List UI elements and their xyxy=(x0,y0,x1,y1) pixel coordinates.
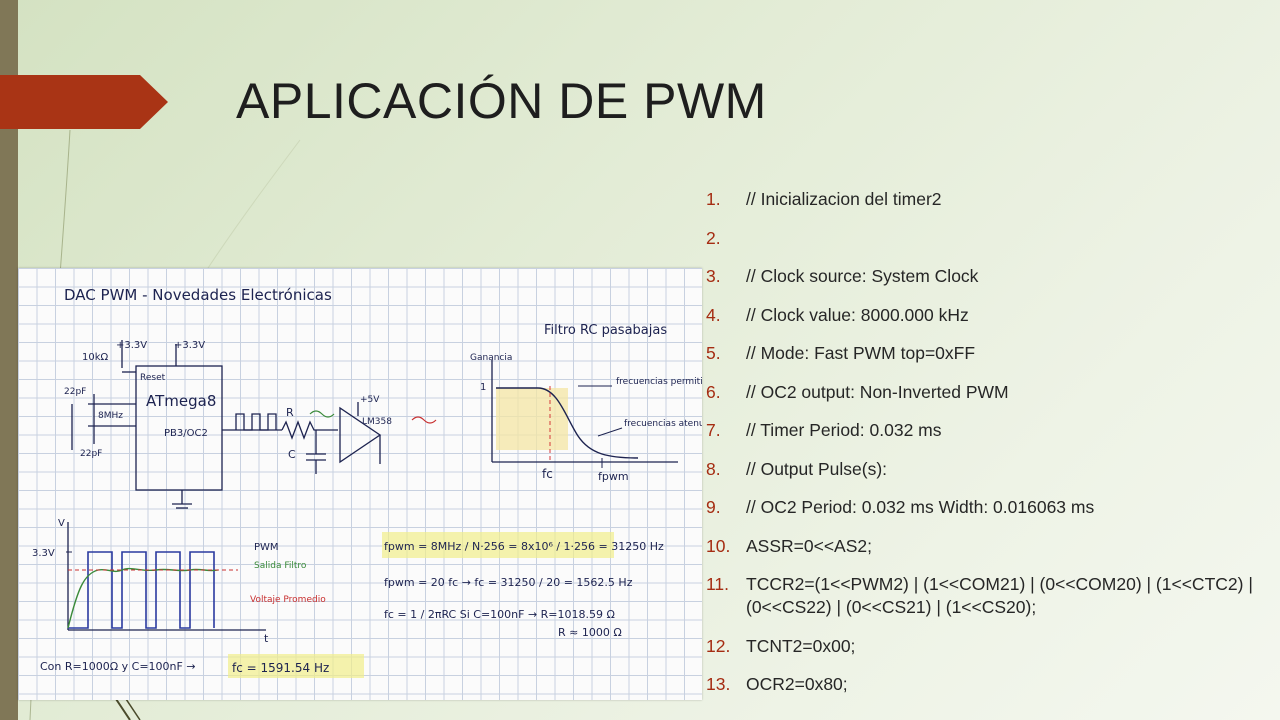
formula-3: fc = 1 / 2πRC Si C=100nF → R=1018.59 Ω xyxy=(384,608,615,621)
code-line-6: 6. // OC2 output: Non-Inverted PWM xyxy=(706,381,1276,404)
code-line-text: OCR2=0x80; xyxy=(746,674,848,694)
signal-v-label: V xyxy=(58,518,65,529)
code-line-5: 5. // Mode: Fast PWM top=0xFF xyxy=(706,342,1276,365)
code-line-number: 2. xyxy=(706,227,721,248)
code-list: 1. // Inicializacion del timer2 2. 3. // C… xyxy=(706,188,1276,712)
formula-4: R ≈ 1000 Ω xyxy=(558,626,622,639)
code-line-number: 10. xyxy=(706,535,731,556)
code-line-number: 11. xyxy=(706,574,730,594)
filter-stop-label: frecuencias atenuadas xyxy=(624,419,702,429)
signal-salida-label: Salida Filtro xyxy=(254,561,307,571)
code-line-number: 7. xyxy=(706,420,721,440)
code-line-text: // Clock source: System Clock xyxy=(746,266,979,286)
code-line-11: 11. TCCR2=(1<<PWM2) | (1<<COM21) | (0<<CO… xyxy=(706,573,1276,619)
notebook-heading: DAC PWM - Novedades Electrónicas xyxy=(64,286,332,304)
code-line-text: TCCR2=(1<<PWM2) | (1<<COM21) | (0<<COM20… xyxy=(746,574,1253,617)
code-line-4: 4. // Clock value: 8000.000 kHz xyxy=(706,304,1276,327)
code-line-text: // OC2 output: Non-Inverted PWM xyxy=(746,381,1009,402)
signal-promedio-label: Voltaje Promedio xyxy=(250,595,326,605)
label-vcc-5v: +5V xyxy=(360,395,380,405)
code-line-2: 2. xyxy=(706,227,1276,250)
code-line-text: // Clock value: 8000.000 kHz xyxy=(746,304,969,325)
signal-t-label: t xyxy=(264,632,269,645)
label-vcc-3v3-a: +3.3V xyxy=(116,340,147,351)
code-line-number: 8. xyxy=(706,458,721,479)
code-line-text: // OC2 Period: 0.032 ms Width: 0.016063 … xyxy=(746,497,1095,517)
circuit-diagram xyxy=(71,340,382,509)
code-line-number: 13. xyxy=(706,674,731,694)
code-line-text: TCNT2=0x00; xyxy=(746,635,856,656)
code-line-12: 12. TCNT2=0x00; xyxy=(706,635,1276,658)
code-line-number: 3. xyxy=(706,266,721,286)
label-mcu: ATmega8 xyxy=(146,392,216,410)
formula-highlights xyxy=(228,532,614,678)
code-line-number: 6. xyxy=(706,381,721,402)
code-line-text: ASSR=0<<AS2; xyxy=(746,535,872,556)
code-line-number: 1. xyxy=(706,189,721,209)
label-opamp: LM358 xyxy=(362,417,392,427)
code-line-10: 10. ASSR=0<<AS2; xyxy=(706,535,1276,558)
filter-fc-label: fc xyxy=(542,467,553,481)
left-sidebar-bar xyxy=(0,0,18,720)
signal-3v3-label: 3.3V xyxy=(32,548,55,559)
label-pin: PB3/OC2 xyxy=(164,428,208,439)
code-line-number: 5. xyxy=(706,343,721,363)
code-line-9: 9. // OC2 Period: 0.032 ms Width: 0.01606… xyxy=(706,496,1276,519)
filter-graph xyxy=(491,360,678,468)
signal-pwm-label: PWM xyxy=(254,542,279,553)
code-line-13: 13. OCR2=0x80; xyxy=(706,673,1276,696)
label-vcc-3v3-b: +3.3V xyxy=(174,340,205,351)
handwritten-notebook-image: DAC PWM - Novedades Electrónicas xyxy=(18,268,702,700)
code-line-text xyxy=(746,227,1276,250)
filter-pass-label: frecuencias permitidas xyxy=(616,377,702,387)
label-capacitor: C xyxy=(288,448,296,461)
label-reset: Reset xyxy=(140,373,166,383)
formula-6: fc = 1591.54 Hz xyxy=(232,661,329,675)
formula-2: fpwm = 20 fc → fc = 31250 / 20 = 1562.5 … xyxy=(384,576,633,589)
filter-one-label: 1 xyxy=(480,382,486,393)
code-line-text: // Output Pulse(s): xyxy=(746,458,888,479)
label-pot: 10kΩ xyxy=(82,352,109,363)
code-line-number: 12. xyxy=(706,635,731,656)
label-crystal: 8MHz xyxy=(98,411,123,421)
code-line-1: 1. // Inicializacion del timer2 xyxy=(706,188,1276,211)
formula-5: Con R=1000Ω y C=100nF → xyxy=(40,660,196,673)
code-line-text: // Mode: Fast PWM top=0xFF xyxy=(746,343,976,363)
formula-1: fpwm = 8MHz / N·256 = 8x10⁶ / 1·256 = 31… xyxy=(384,540,664,553)
code-line-8: 8. // Output Pulse(s): xyxy=(706,458,1276,481)
code-line-7: 7. // Timer Period: 0.032 ms xyxy=(706,419,1276,442)
code-line-number: 4. xyxy=(706,304,721,325)
filter-fpwm-label: fpwm xyxy=(598,470,629,483)
label-cap-22pf-2: 22pF xyxy=(80,449,102,459)
filter-gain-label: Ganancia xyxy=(470,353,512,363)
code-line-number: 9. xyxy=(706,497,721,517)
slide-title: APLICACIÓN DE PWM xyxy=(236,73,767,129)
title-accent-arrow xyxy=(0,75,168,129)
code-line-text: // Inicializacion del timer2 xyxy=(746,189,942,209)
label-resistor: R xyxy=(286,406,294,419)
label-cap-22pf-1: 22pF xyxy=(64,387,86,397)
code-line-text: // Timer Period: 0.032 ms xyxy=(746,420,942,440)
pwm-signal-graph xyxy=(66,522,266,631)
filter-title: Filtro RC pasabajas xyxy=(544,323,667,338)
code-line-3: 3. // Clock source: System Clock xyxy=(706,265,1276,288)
